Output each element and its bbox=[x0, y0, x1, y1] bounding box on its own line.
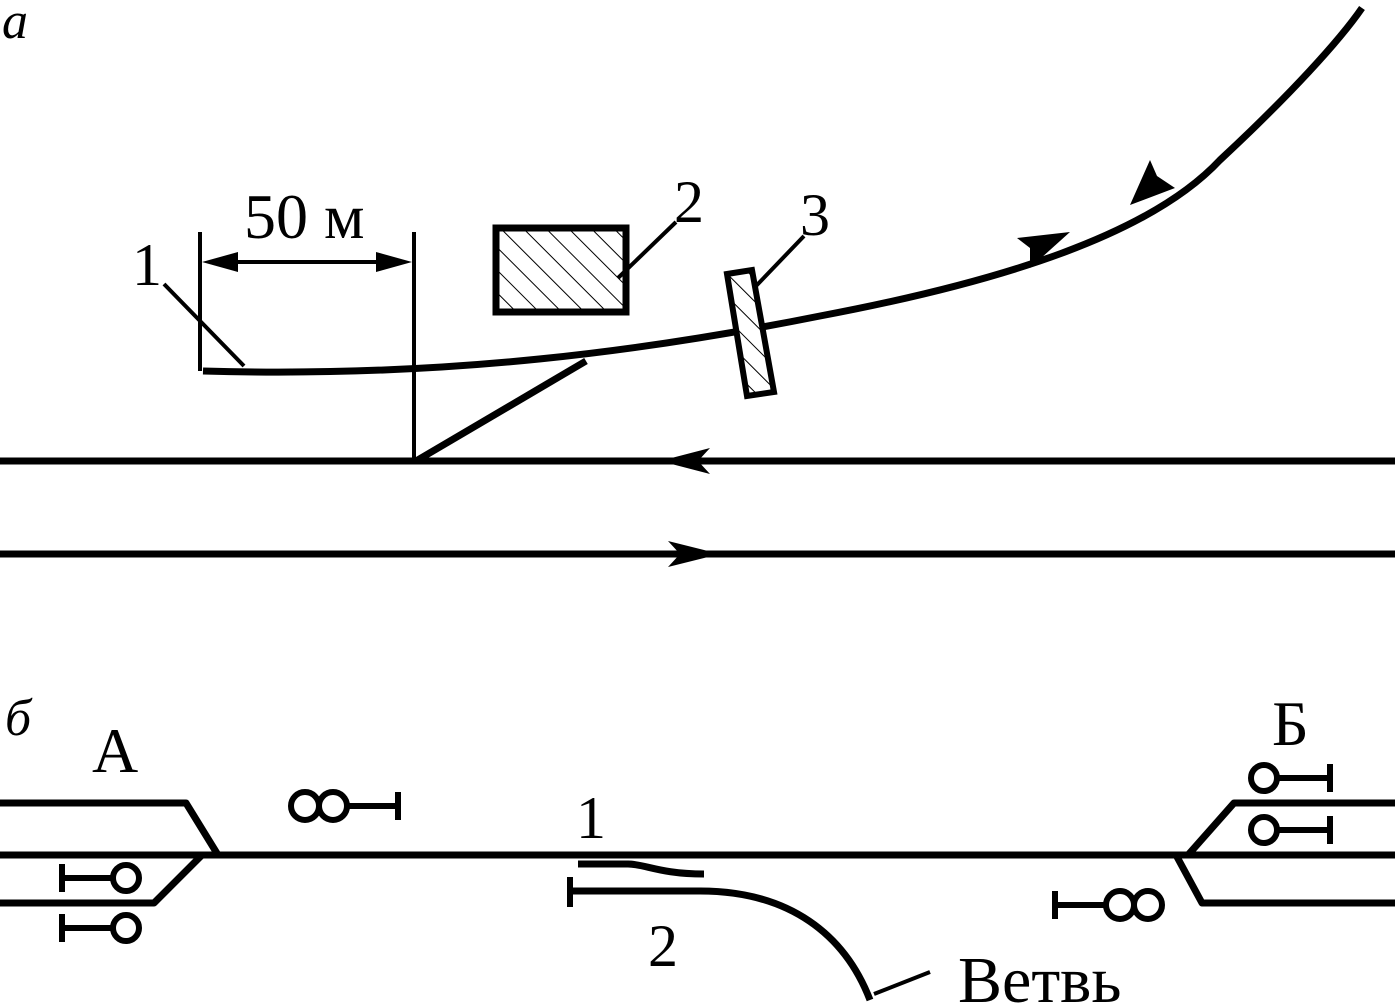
label-2-b: 2 bbox=[648, 913, 678, 979]
arrow-curve-down-icon bbox=[1130, 160, 1175, 205]
leader-2-a bbox=[616, 220, 678, 280]
panel-a-label: а bbox=[2, 0, 28, 50]
label-2-a: 2 bbox=[674, 169, 704, 235]
branch-leader bbox=[873, 970, 931, 996]
signal-b-1-icon bbox=[1248, 762, 1333, 794]
station-a-track-lower bbox=[0, 852, 205, 907]
branch-track bbox=[570, 887, 874, 1002]
leader-1-a bbox=[162, 282, 246, 368]
arrow-right-icon bbox=[668, 541, 720, 567]
dimension-arrow-left-icon bbox=[202, 252, 238, 272]
station-b-track-lower bbox=[1172, 853, 1395, 907]
label-1-b: 1 bbox=[576, 785, 606, 851]
building-2 bbox=[492, 224, 630, 316]
arrow-left-icon bbox=[660, 448, 710, 474]
panel-a: а 50 м 1 2 3 bbox=[0, 0, 1395, 567]
station-b-track-upper bbox=[1185, 799, 1395, 858]
signal-a-1-icon bbox=[59, 862, 142, 894]
barrier-3 bbox=[723, 266, 778, 400]
dimension-arrow-right-icon bbox=[376, 252, 412, 272]
branch-label: Ветвь bbox=[958, 944, 1121, 1005]
switch-1 bbox=[578, 860, 705, 878]
panel-b: б А Б bbox=[0, 688, 1395, 1005]
leader-3-a bbox=[754, 234, 806, 288]
panel-b-label: б bbox=[5, 690, 33, 747]
station-a-label: А bbox=[92, 715, 138, 786]
signal-b-2-icon bbox=[1248, 814, 1333, 846]
distance-label: 50 м bbox=[244, 181, 365, 252]
siding-track bbox=[202, 6, 1365, 376]
label-1-a: 1 bbox=[132, 232, 162, 298]
station-b-label: Б bbox=[1272, 688, 1309, 759]
station-a-track-upper bbox=[0, 799, 221, 857]
arrow-curve-right-icon bbox=[1017, 232, 1070, 268]
signal-a-2-icon bbox=[59, 912, 142, 944]
signal-double-a-icon bbox=[288, 789, 401, 823]
connecting-track bbox=[414, 357, 588, 465]
signal-double-b-icon bbox=[1052, 888, 1165, 922]
